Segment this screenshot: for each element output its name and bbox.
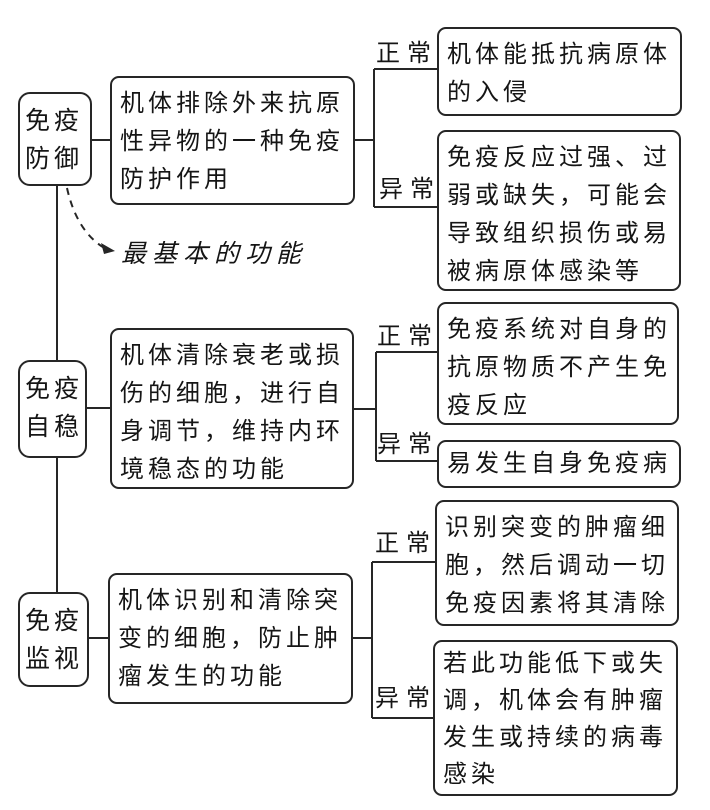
term-text: 免疫监视 (25, 608, 84, 673)
outcome-text: 免疫反应过强、过弱或缺失，可能会导致组织损伤或易被病原体感染等 (447, 145, 671, 285)
outcome-box-defense-abnormal: 免疫反应过强、过弱或缺失，可能会导致组织损伤或易被病原体感染等 (437, 130, 681, 291)
abnormal-branch-label-2: 异常 (377, 432, 439, 458)
outcome-box-homeostasis-abnormal: 易发生自身免疫病 (437, 440, 681, 488)
term-box-immune-homeostasis: 免疫自稳 (18, 360, 87, 458)
outcome-box-defense-normal: 机体能抵抗病原体的入侵 (437, 27, 682, 116)
outcome-text: 若此功能低下或失调，机体会有肿瘤发生或持续的病毒感染 (443, 651, 667, 788)
outcome-text: 机体能抵抗病原体的入侵 (447, 42, 671, 106)
description-text: 机体识别和清除突变的细胞，防止肿瘤发生的功能 (118, 588, 342, 690)
basic-function-annotation: 最基本的功能 (121, 241, 308, 268)
description-box-immune-homeostasis: 机体清除衰老或损伤的细胞，进行自身调节，维持内环境稳态的功能 (110, 328, 354, 489)
normal-branch-label-2: 正常 (377, 324, 439, 350)
outcome-text: 免疫系统对自身的抗原物质不产生免疫反应 (447, 317, 671, 419)
abnormal-branch-label-1: 异常 (379, 177, 441, 203)
description-text: 机体排除外来抗原性异物的一种免疫防护作用 (120, 91, 344, 193)
term-text: 免疫自稳 (25, 376, 84, 441)
description-box-immune-defense: 机体排除外来抗原性异物的一种免疫防护作用 (110, 76, 355, 205)
dashed-arrow (66, 187, 107, 250)
normal-branch-label-1: 正常 (376, 41, 438, 67)
outcome-box-surveillance-abnormal: 若此功能低下或失调，机体会有肿瘤发生或持续的病毒感染 (433, 640, 678, 796)
outcome-text: 识别突变的肿瘤细胞，然后调动一切免疫因素将其清除 (445, 515, 669, 617)
outcome-text: 易发生自身免疫病 (447, 451, 671, 477)
outcome-box-surveillance-normal: 识别突变的肿瘤细胞，然后调动一切免疫因素将其清除 (435, 500, 679, 626)
normal-branch-label-3: 正常 (375, 531, 437, 557)
description-text: 机体清除衰老或损伤的细胞，进行自身调节，维持内环境稳态的功能 (120, 343, 344, 483)
term-text: 免疫防御 (25, 108, 84, 173)
dashed-arrow-head-icon (101, 243, 115, 254)
term-box-immune-surveillance: 免疫监视 (18, 592, 89, 687)
outcome-box-homeostasis-normal: 免疫系统对自身的抗原物质不产生免疫反应 (437, 302, 679, 425)
description-box-immune-surveillance: 机体识别和清除突变的细胞，防止肿瘤发生的功能 (108, 573, 353, 704)
abnormal-branch-label-3: 异常 (375, 686, 437, 712)
term-box-immune-defense: 免疫防御 (18, 92, 92, 186)
